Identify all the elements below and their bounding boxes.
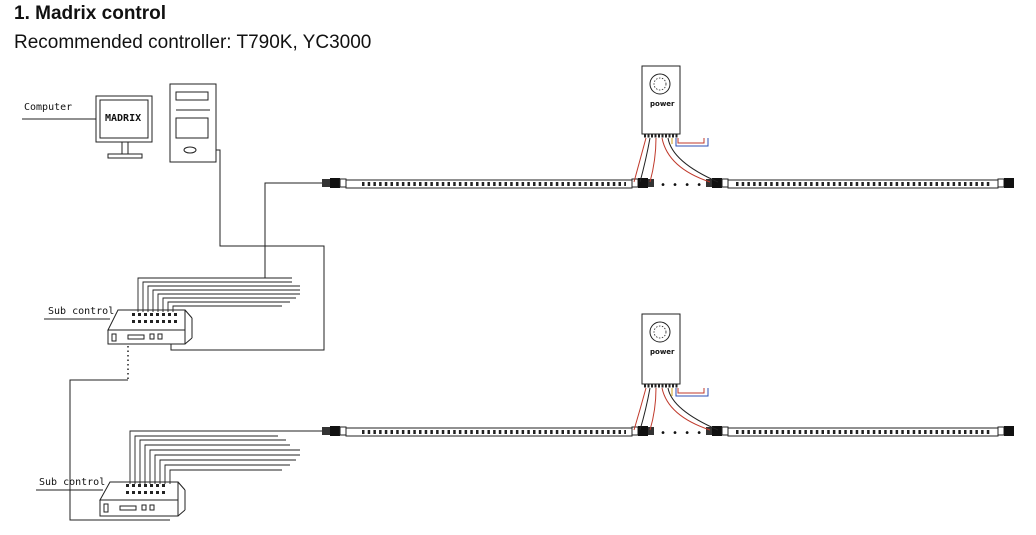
computer-label: Computer xyxy=(24,102,72,113)
sub-control-label-2: Sub control xyxy=(39,477,105,488)
strip-connector-icon xyxy=(706,178,729,188)
monitor-icon xyxy=(95,95,153,159)
pc-tower-icon xyxy=(169,83,217,163)
power-supply-icon-1 xyxy=(641,65,681,138)
continuation-dots: • • • • • xyxy=(660,180,714,191)
power-label-2: power xyxy=(650,348,675,356)
strip-connector-icon xyxy=(997,178,1014,188)
continuation-dots: • • • • • xyxy=(660,428,714,439)
power-supply-icon-2 xyxy=(641,313,681,388)
monitor-brand-text: MADRIX xyxy=(105,113,141,124)
strip-connector-icon xyxy=(322,426,347,436)
sub-control-device-2 xyxy=(99,481,186,517)
strip-connector-icon xyxy=(997,426,1014,436)
sub-control-device-1 xyxy=(107,309,193,345)
strip-connector-icon xyxy=(706,426,729,436)
led-strip-row-1: • • • • • xyxy=(322,178,1014,191)
section-heading: 1. Madrix control xyxy=(14,3,167,24)
led-strip-row-2: • • • • • xyxy=(322,426,1014,439)
recommended-controller-text: Recommended controller: T790K, YC3000 xyxy=(14,32,372,53)
sub-control-label-1: Sub control xyxy=(48,306,114,317)
power-label-1: power xyxy=(650,100,675,108)
strip-connector-icon xyxy=(322,178,347,188)
